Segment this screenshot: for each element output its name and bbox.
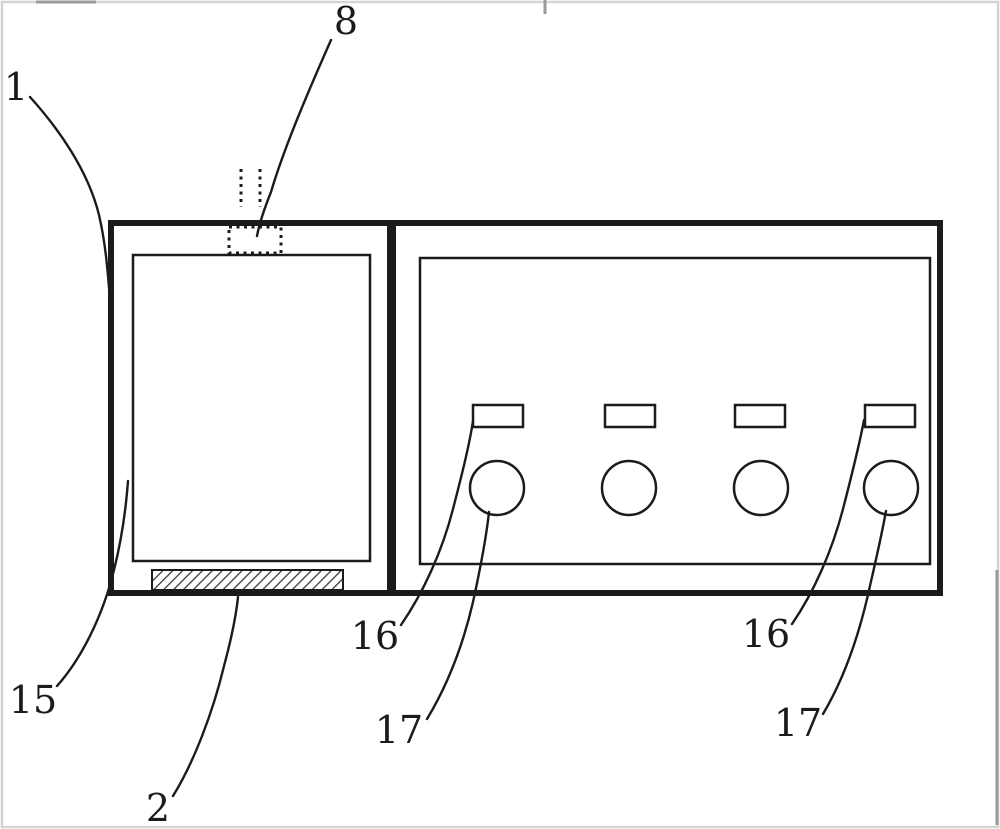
- indicator-rect-2: [603, 403, 657, 429]
- leader-lines: [28, 38, 888, 798]
- leader-line-ref1: [28, 95, 112, 302]
- knob-circle-3: [732, 459, 790, 517]
- knob-circle-1: [468, 459, 526, 517]
- dotted-inlet: [227, 169, 283, 255]
- left-inner-wall: [131, 253, 372, 563]
- knob-circles: [468, 459, 920, 517]
- indicator-rects: [471, 403, 917, 429]
- ref-label-2: 2: [146, 786, 170, 829]
- leader-line-ref16-right: [790, 418, 866, 626]
- indicator-rect-1: [471, 403, 525, 429]
- indicator-rect-4: [863, 403, 917, 429]
- ref-label-16-right: 16: [742, 612, 790, 656]
- ref-labels: 1 8 15 2 16 17 16 17: [4, 0, 822, 829]
- ref-label-17-left: 17: [375, 708, 423, 752]
- leader-line-ref2: [171, 595, 240, 798]
- knob-circle-2: [600, 459, 658, 517]
- knob-circle-4: [862, 459, 920, 517]
- ref-label-17-right: 17: [774, 701, 822, 745]
- leader-line-ref8: [255, 38, 333, 238]
- right-inner-panel: [418, 256, 932, 566]
- ref-label-1: 1: [4, 65, 28, 109]
- left-chamber-outline: [108, 220, 393, 596]
- ref-label-16-left: 16: [351, 614, 399, 658]
- leader-line-ref15: [55, 479, 130, 688]
- indicator-rect-3: [733, 403, 787, 429]
- hatched-plate: [151, 569, 344, 591]
- ref-label-15: 15: [9, 678, 57, 722]
- leader-line-ref16-left: [399, 419, 475, 627]
- leader-line-ref17-left: [425, 510, 491, 721]
- dotted-inlet-outline: [227, 225, 283, 255]
- leader-line-ref17-right: [821, 509, 888, 716]
- ref-label-8: 8: [334, 0, 358, 43]
